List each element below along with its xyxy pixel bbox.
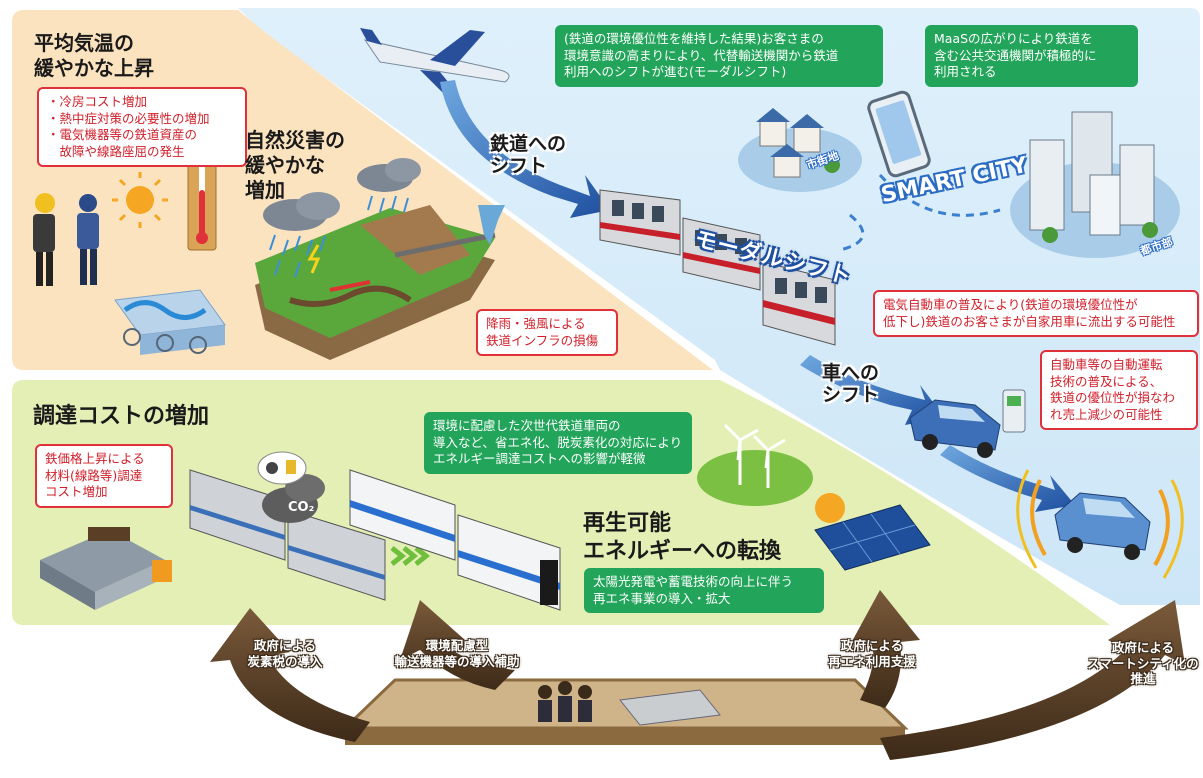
tornado-icon bbox=[478, 205, 505, 245]
heat-title: 平均気温の 緩やかな上昇 bbox=[34, 31, 154, 80]
autonomous-car-illustration bbox=[1016, 469, 1184, 579]
renewable-support-arrow bbox=[850, 590, 920, 708]
heat-impact-bubble: ・冷房コスト増加 ・熱中症対策の必要性の増加 ・電気機器等の鉄道資産の 故障や線… bbox=[37, 87, 247, 167]
autonomous-risk-bubble: 自動車等の自動運転 技術の普及による、 鉄道の優位性が損なわ れ売上減少の可能性 bbox=[1040, 350, 1198, 430]
city-network-line bbox=[839, 173, 1001, 252]
electric-car-illustration bbox=[909, 389, 1026, 458]
eco-transport-policy-label: 環境配慮型 輸送機器等の導入補助 bbox=[394, 638, 520, 669]
smartphone-icon bbox=[867, 90, 931, 178]
renewable-bubble: 太陽光発電や蓄電技術の向上に伴う 再エネ事業の導入・拡大 bbox=[584, 568, 824, 613]
steel-materials-illustration bbox=[40, 527, 172, 610]
renewable-title: 再生可能 エネルギーへの転換 bbox=[583, 511, 782, 564]
maas-bubble: MaaSの広がりにより鉄道を 含む公共交通機関が積極的に 利用される bbox=[925, 25, 1138, 87]
car-shift-label: 車への シフト bbox=[822, 362, 880, 406]
next-gen-train-bubble: 環境に配慮した次世代鉄道車両の 導入など、省エネ化、脱炭素化の対応により エネル… bbox=[424, 412, 692, 474]
car-shift-arrow bbox=[800, 355, 945, 425]
coal-coin-bubble-icon bbox=[257, 451, 307, 485]
carbon-tax-policy-label: 政府による 炭素税の導入 bbox=[247, 638, 323, 669]
disaster-impact-bubble: 降雨・強風による 鉄道インフラの損傷 bbox=[476, 309, 618, 356]
ev-risk-bubble: 電気自動車の普及により(鉄道の環境優位性が 低下し)鉄道のお客さまが自家用車に流… bbox=[873, 290, 1199, 337]
workers-illustration bbox=[33, 193, 99, 286]
rail-shift-arrow bbox=[440, 80, 610, 218]
solar-panel-illustration bbox=[814, 493, 931, 571]
sun-icon bbox=[112, 172, 168, 228]
government-officials-illustration bbox=[538, 681, 721, 726]
thermometer-icon bbox=[187, 149, 217, 251]
next-gen-train-illustration bbox=[349, 469, 561, 611]
wind-turbine-illustration bbox=[697, 423, 813, 506]
eco-transport-arrow bbox=[400, 600, 515, 690]
procure-panel-bg bbox=[12, 380, 1110, 625]
air-conditioner-illustration bbox=[114, 289, 226, 355]
modal-shift-bubble: (鉄道の環境優位性を維持した結果)お客さまの 環境意識の高まりにより、代替輸送機… bbox=[555, 25, 883, 87]
car-shift-arrow-lower bbox=[940, 445, 1075, 512]
rain-cloud-icon bbox=[263, 192, 340, 278]
procurement-title: 調達コストの増加 bbox=[33, 404, 210, 429]
renewable-support-policy-label: 政府による 再エネ利用支援 bbox=[828, 638, 916, 669]
procurement-impact-bubble: 鉄価格上昇による 材料(線路等)調達 コスト増加 bbox=[35, 444, 173, 508]
rail-shift-label: 鉄道への シフト bbox=[490, 133, 567, 177]
green-chevron-icon bbox=[390, 546, 431, 566]
old-diesel-train-illustration bbox=[189, 469, 386, 601]
smart-city-arrow bbox=[880, 600, 1185, 760]
urban-district-illustration bbox=[1010, 111, 1180, 258]
disaster-title: 自然災害の 緩やかな 増加 bbox=[245, 128, 345, 202]
train-illustration bbox=[599, 189, 836, 346]
carbon-tax-arrow bbox=[210, 608, 370, 742]
town-district-illustration bbox=[738, 108, 862, 192]
co2-label: CO₂ bbox=[288, 500, 315, 515]
smart-city-policy-label: 政府による スマートシティ化の 推進 bbox=[1087, 640, 1199, 687]
storm-cloud-icon bbox=[357, 158, 421, 213]
